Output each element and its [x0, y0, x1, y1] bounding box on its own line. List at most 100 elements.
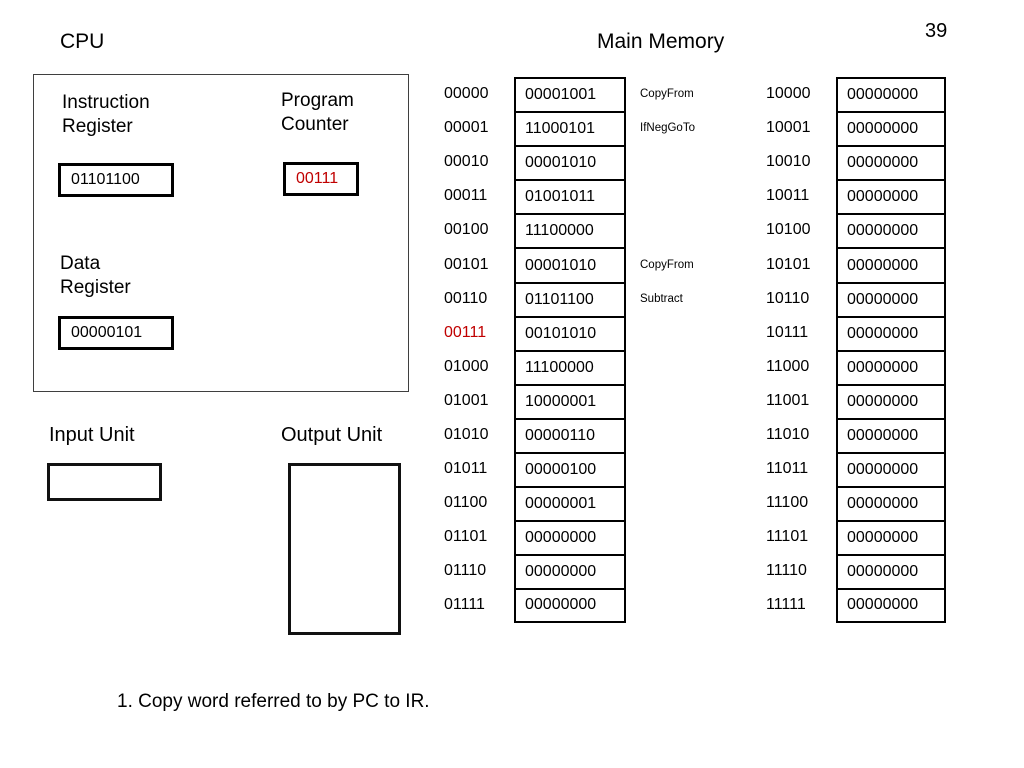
memory-cell[interactable]: 01001011 — [514, 179, 626, 214]
input-unit-box[interactable] — [47, 463, 162, 501]
memory-row: 11100 00000000 — [766, 486, 946, 521]
memory-cell[interactable]: 00000000 — [836, 213, 946, 248]
memory-cell[interactable]: 00000000 — [836, 554, 946, 589]
memory-cell-value: 00000000 — [847, 461, 919, 479]
memory-cell[interactable]: 00001010 — [514, 247, 626, 282]
memory-cell[interactable]: 00000000 — [514, 520, 626, 555]
memory-cell-value: 00000000 — [847, 86, 919, 104]
memory-cell[interactable]: 00000000 — [836, 417, 946, 453]
memory-address: 00011 — [444, 187, 488, 205]
memory-cell[interactable]: 00000000 — [836, 520, 946, 555]
memory-cell[interactable]: 00000100 — [514, 452, 626, 487]
memory-address: 01001 — [444, 391, 489, 409]
memory-cell[interactable]: 00101010 — [514, 315, 626, 350]
memory-cell[interactable]: 11100000 — [514, 349, 626, 384]
memory-address: 10100 — [766, 221, 811, 239]
memory-cell[interactable]: 00000000 — [836, 315, 946, 350]
memory-address: 11001 — [766, 391, 810, 409]
memory-cell[interactable]: 00000000 — [836, 145, 946, 180]
memory-cell-value: 00000100 — [525, 461, 597, 479]
memory-cell-value: 00000000 — [847, 154, 919, 172]
output-unit-box[interactable] — [288, 463, 401, 635]
memory-cell[interactable]: 00000001 — [514, 486, 626, 521]
memory-address: 00110 — [444, 289, 488, 307]
memory-cell-value: 10000001 — [525, 392, 597, 410]
memory-row: 10011 00000000 — [766, 179, 946, 214]
memory-cell[interactable]: 00000000 — [836, 486, 946, 521]
memory-cell[interactable]: 00000000 — [514, 588, 626, 623]
program-counter-value-box[interactable]: 00111 — [283, 162, 359, 196]
memory-cell[interactable]: 01101100 — [514, 281, 626, 316]
memory-row: 00100 11100000 — [444, 213, 626, 248]
memory-cell-value: 00000000 — [847, 392, 919, 410]
memory-address: 01101 — [444, 528, 488, 546]
memory-cell-value: 00000000 — [847, 120, 919, 138]
memory-cell-value: 11000101 — [525, 120, 595, 138]
memory-cell[interactable]: 00001010 — [514, 145, 626, 180]
memory-row: 10100 00000000 — [766, 213, 946, 248]
memory-address: 00001 — [444, 119, 489, 137]
data-register-label: Data Register — [60, 253, 131, 298]
memory-address: 10110 — [766, 289, 810, 307]
memory-cell[interactable]: 00000000 — [514, 554, 626, 589]
memory-address: 10010 — [766, 153, 811, 171]
memory-cell[interactable]: 00000000 — [836, 281, 946, 316]
memory-cell[interactable]: 10000001 — [514, 383, 626, 418]
memory-address: 00010 — [444, 153, 489, 171]
instruction-register-value-box[interactable]: 01101100 — [58, 163, 174, 197]
memory-cell[interactable]: 00000000 — [836, 588, 946, 623]
memory-instruction-note: CopyFrom — [640, 258, 694, 271]
memory-cell[interactable]: 00000000 — [836, 349, 946, 384]
slide-number: 39 — [925, 20, 948, 42]
memory-cell[interactable]: 00000110 — [514, 417, 626, 453]
instruction-register-label: Instruction Register — [62, 92, 150, 137]
memory-cell[interactable]: 00000000 — [836, 383, 946, 418]
memory-cell-value: 00000110 — [525, 426, 595, 444]
memory-cell[interactable]: 00001001 — [514, 77, 626, 112]
output-unit-label: Output Unit — [281, 424, 383, 446]
memory-row: 11000 00000000 — [766, 349, 946, 384]
memory-address: 11000 — [766, 357, 810, 375]
memory-row: 00101 00001010 CopyFrom — [444, 247, 694, 282]
memory-cell[interactable]: 00000000 — [836, 77, 946, 112]
memory-address: 01010 — [444, 425, 489, 443]
memory-cell-value: 01001011 — [525, 188, 595, 206]
memory-cell-value: 00000000 — [847, 495, 919, 513]
memory-row: 10101 00000000 — [766, 247, 946, 282]
instruction-register-value: 01101100 — [71, 171, 140, 188]
memory-row: 01101 00000000 — [444, 520, 626, 555]
memory-cell-value: 00001010 — [525, 154, 597, 172]
main-memory-section-title: Main Memory — [597, 30, 725, 53]
memory-cell[interactable]: 11000101 — [514, 111, 626, 146]
memory-address: 10101 — [766, 255, 811, 273]
memory-cell[interactable]: 00000000 — [836, 247, 946, 282]
memory-cell-value: 00000000 — [847, 324, 919, 342]
memory-cell[interactable]: 11100000 — [514, 213, 626, 248]
memory-cell[interactable]: 00000000 — [836, 179, 946, 214]
memory-cell-value: 01101100 — [525, 290, 594, 308]
memory-address: 01111 — [444, 596, 485, 614]
memory-address: 00101 — [444, 255, 489, 273]
memory-address: 00100 — [444, 221, 489, 239]
memory-cell-value: 00001001 — [525, 86, 597, 104]
memory-address: 10011 — [766, 187, 810, 205]
memory-cell[interactable]: 00000000 — [836, 111, 946, 146]
memory-cell-value: 11100000 — [525, 222, 594, 240]
memory-cell[interactable]: 00000000 — [836, 452, 946, 487]
memory-address: 11100 — [766, 494, 809, 512]
memory-row: 00010 00001010 — [444, 145, 626, 180]
program-counter-value: 00111 — [296, 170, 339, 187]
data-register-value-box[interactable]: 00000101 — [58, 316, 174, 350]
memory-address: 11011 — [766, 460, 809, 478]
